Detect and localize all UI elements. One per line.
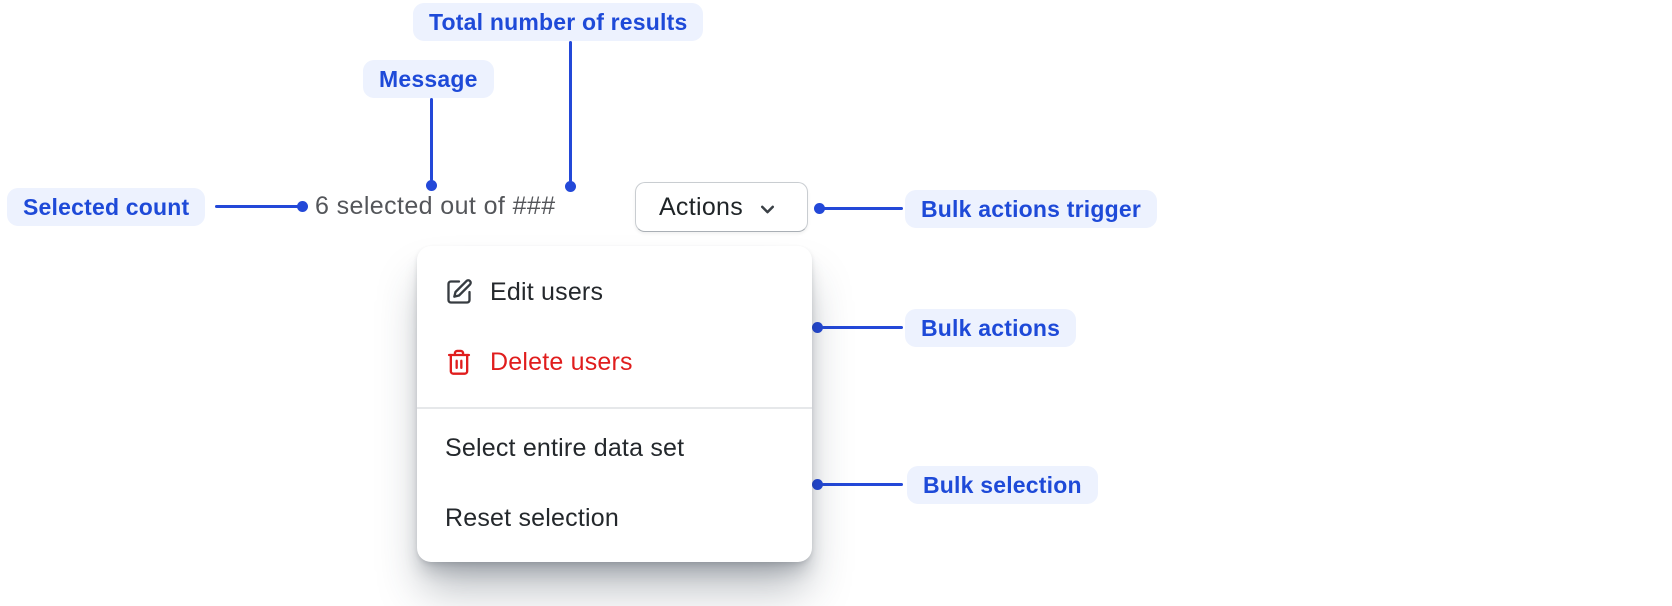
menu-item-reset-selection[interactable]: Reset selection	[417, 483, 812, 553]
menu-item-delete-users[interactable]: Delete users	[417, 327, 812, 397]
bulk-actions-trigger-label: Actions	[658, 192, 744, 221]
connector-dot-bulk-actions-trigger	[814, 203, 825, 214]
menu-item-label: Delete users	[490, 347, 633, 376]
bulk-actions-popover-menu: Edit users Delete users Select entire da…	[417, 246, 812, 562]
menu-item-label: Reset selection	[445, 503, 619, 532]
annotation-label-total-results: Total number of results	[413, 3, 704, 41]
menu-divider	[417, 407, 812, 409]
connector-line-total-results	[569, 41, 572, 182]
connector-dot-selected-count	[297, 201, 308, 212]
connector-dot-message	[426, 180, 437, 191]
chevron-down-icon	[757, 198, 778, 219]
connector-dot-bulk-selection	[812, 479, 823, 490]
connector-line-selected-count	[215, 205, 299, 208]
connector-dot-bulk-actions	[812, 322, 823, 333]
connector-line-bulk-selection	[822, 483, 903, 486]
menu-item-label: Edit users	[490, 277, 604, 306]
menu-item-label: Select entire data set	[445, 433, 685, 462]
annotation-label-message: Message	[363, 60, 494, 98]
menu-item-edit-users[interactable]: Edit users	[417, 257, 812, 327]
annotation-label-bulk-actions-trigger: Bulk actions trigger	[905, 190, 1157, 228]
bulk-actions-trigger-button[interactable]: Actions	[635, 182, 808, 232]
connector-line-bulk-actions	[822, 326, 903, 329]
annotation-label-bulk-selection: Bulk selection	[907, 466, 1098, 504]
edit-pencil-icon	[445, 278, 473, 306]
connector-line-message	[430, 98, 433, 181]
connector-dot-total-results	[565, 181, 576, 192]
connector-line-bulk-actions-trigger	[823, 207, 903, 210]
trash-icon	[445, 348, 473, 376]
annotation-label-selected-count: Selected count	[7, 188, 206, 226]
annotation-label-bulk-actions: Bulk actions	[905, 309, 1077, 347]
selected-count-message: 6 selected out of ###	[315, 192, 556, 220]
menu-item-select-entire-data-set[interactable]: Select entire data set	[417, 413, 812, 483]
